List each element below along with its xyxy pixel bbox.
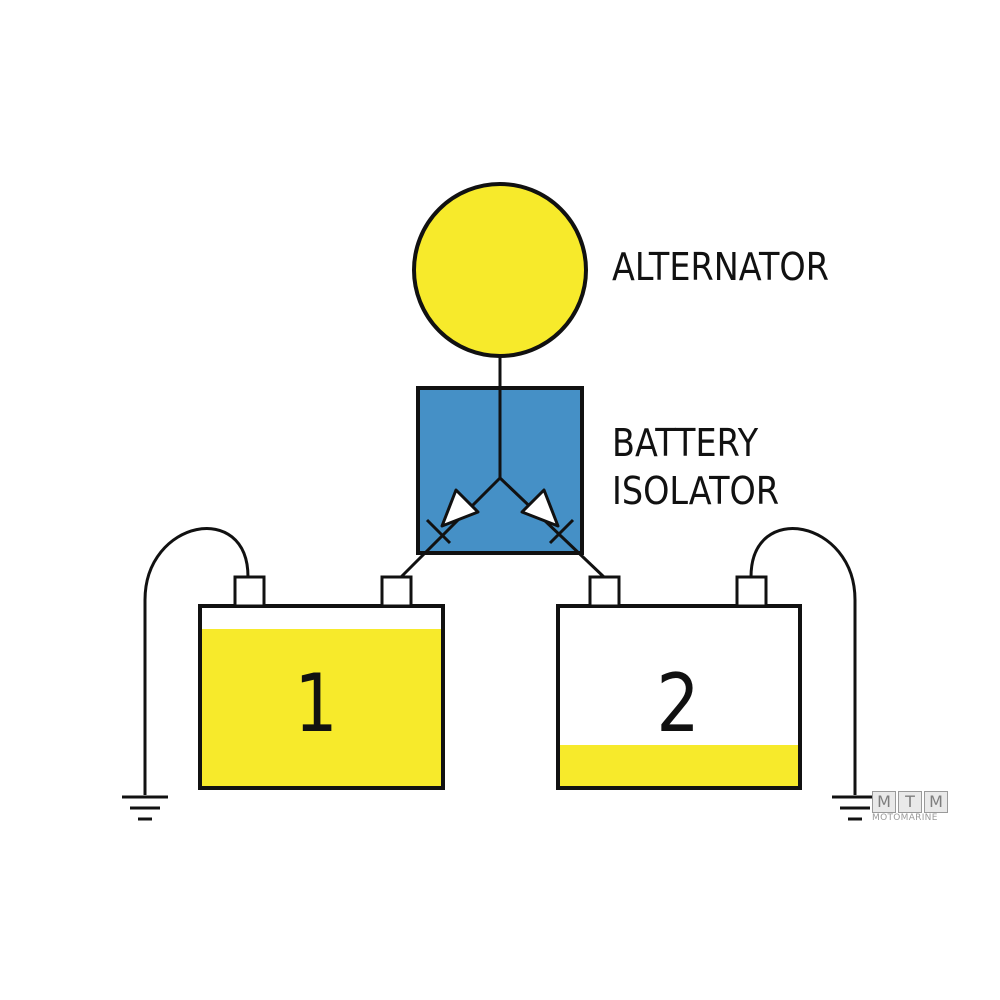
battery-1-positive-terminal	[380, 575, 413, 608]
watermark-logo-letter: M	[924, 791, 948, 813]
battery-2-label: 2	[656, 657, 700, 750]
battery-2-ground-wire	[749, 527, 857, 795]
diode-right-icon	[520, 488, 560, 528]
watermark-logo-letter: T	[898, 791, 922, 813]
diode-left-bar	[425, 518, 452, 545]
watermark-logo-letter: M	[872, 791, 896, 813]
diode-right-bar	[548, 518, 575, 545]
isolator-left-branch-wire	[398, 476, 502, 580]
battery-2-negative-terminal	[735, 575, 768, 608]
battery-2-fill	[558, 745, 800, 786]
isolator-label-line1: BATTERY	[612, 421, 759, 465]
battery-2-case	[556, 604, 802, 790]
battery-1-negative-terminal	[233, 575, 266, 608]
diode-left-icon	[440, 488, 480, 528]
alternator-label: ALTERNATOR	[612, 245, 829, 289]
battery-1-ground-wire	[143, 527, 250, 795]
ground-left-icon	[122, 795, 168, 821]
isolator-right-branch-wire	[498, 476, 607, 580]
alternator-circle	[412, 182, 588, 358]
battery-1-fill	[200, 629, 443, 786]
battery-1-label: 1	[294, 657, 338, 750]
watermark-text: MOTOMARINE	[872, 813, 938, 823]
battery-1	[198, 575, 445, 790]
battery-2-positive-terminal	[588, 575, 621, 608]
ground-right-icon	[832, 795, 878, 821]
isolator-label-line2: ISOLATOR	[612, 469, 780, 513]
battery-2	[556, 575, 802, 790]
battery-1-case	[198, 604, 445, 790]
